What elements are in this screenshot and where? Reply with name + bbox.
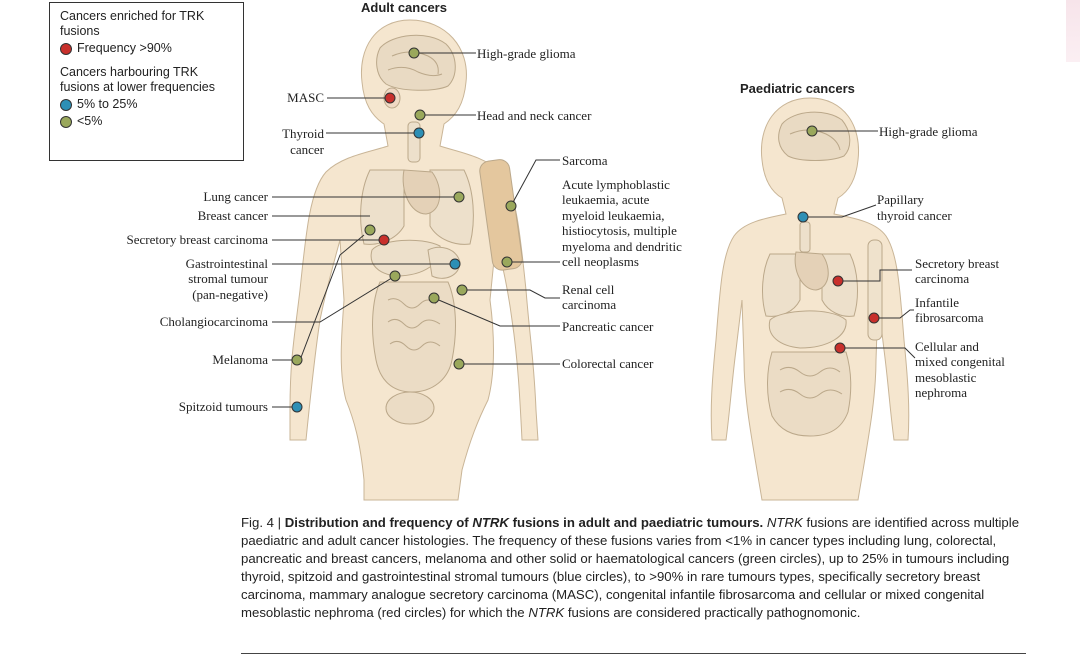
- child-label-secretory-1: Secretory breast: [915, 256, 999, 271]
- cholangio-marker: [389, 270, 401, 282]
- sarcoma-marker: [505, 200, 517, 212]
- caption-title: Distribution and frequency of NTRK fusio…: [285, 515, 763, 530]
- child-label-papillary-1: Papillary: [877, 192, 924, 207]
- lung-marker: [453, 191, 465, 203]
- caption-rule: [241, 653, 1026, 654]
- paediatric-title: Paediatric cancers: [740, 81, 855, 96]
- child-cmn-marker: [834, 342, 846, 354]
- legend-group2-title: Cancers harbouring TRK fusions at lower …: [60, 65, 215, 94]
- caption-body-2: fusions are considered practically patho…: [564, 605, 861, 620]
- label-thyroid-2: cancer: [290, 142, 325, 157]
- label-renal-2: carcinoma: [562, 297, 616, 312]
- child-body-silhouette: [710, 97, 910, 501]
- child-label-cmn-3: mesoblastic: [915, 370, 977, 385]
- legend-row-low: <5%: [60, 114, 233, 129]
- legend-dot-mid: [60, 98, 72, 111]
- label-gist-2: stromal tumour: [188, 271, 268, 286]
- child-leader-lines: [803, 130, 916, 359]
- gist-marker: [449, 258, 461, 270]
- figure-caption: Fig. 4 | Distribution and frequency of N…: [241, 514, 1031, 622]
- caption-body-1: fusions are identified across multiple p…: [241, 515, 1020, 620]
- label-lung: Lung cancer: [203, 189, 268, 204]
- heme-marker: [501, 256, 513, 268]
- child-markers: [797, 125, 880, 354]
- label-melanoma: Melanoma: [212, 352, 268, 367]
- label-pancreatic: Pancreatic cancer: [562, 319, 654, 334]
- breast-marker: [364, 224, 376, 236]
- legend-mid-label: 5% to 25%: [77, 97, 138, 111]
- child-fibrosarcoma-marker: [868, 312, 880, 324]
- child-organs: [762, 111, 883, 437]
- label-secretory-breast: Secretory breast carcinoma: [127, 232, 269, 247]
- label-breast: Breast cancer: [198, 208, 269, 223]
- caption-gene-1: NTRK: [766, 515, 803, 530]
- child-secretory-marker: [832, 275, 844, 287]
- head-neck-marker: [414, 109, 426, 121]
- legend-high-label: Frequency >90%: [77, 41, 172, 55]
- child-label-secretory-2: carcinoma: [915, 271, 969, 286]
- caption-title-gene: NTRK: [472, 515, 509, 530]
- label-cholangio: Cholangiocarcinoma: [160, 314, 269, 329]
- adult-labels: High-grade glioma MASC Head and neck can…: [127, 46, 683, 414]
- caption-fig-label: Fig. 4 |: [241, 515, 285, 530]
- label-heme-3: myeloid leukaemia,: [562, 208, 665, 223]
- label-renal-1: Renal cell: [562, 282, 615, 297]
- label-heme-5: myeloma and dendritic: [562, 239, 682, 254]
- label-sarcoma: Sarcoma: [562, 153, 608, 168]
- thyroid-marker: [413, 127, 425, 139]
- label-head-neck: Head and neck cancer: [477, 108, 592, 123]
- melanoma-marker: [291, 354, 303, 366]
- label-gist-3: (pan-negative): [192, 287, 268, 302]
- legend-dot-high: [60, 42, 72, 55]
- page-edge-accent: [1066, 0, 1080, 62]
- renal-marker: [456, 284, 468, 296]
- spitzoid-marker: [291, 401, 303, 413]
- child-label-cmn-2: mixed congenital: [915, 354, 1005, 369]
- child-glioma-marker: [806, 125, 818, 137]
- caption-title-post: fusions in adult and paediatric tumours.: [508, 515, 764, 530]
- pancreatic-marker: [428, 292, 440, 304]
- child-label-papillary-2: thyroid cancer: [877, 208, 952, 223]
- label-heme-4: histiocytosis, multiple: [562, 223, 677, 238]
- masc-marker: [384, 92, 396, 104]
- child-papillary-marker: [797, 211, 809, 223]
- label-heme-1: Acute lymphoblastic: [562, 177, 670, 192]
- adult-title: Adult cancers: [361, 0, 447, 15]
- adult-leader-lines: [272, 52, 560, 408]
- child-label-glioma: High-grade glioma: [879, 124, 978, 139]
- label-gist-1: Gastrointestinal: [186, 256, 269, 271]
- label-colorectal: Colorectal cancer: [562, 356, 654, 371]
- label-masc: MASC: [287, 90, 324, 105]
- label-high-grade-glioma: High-grade glioma: [477, 46, 576, 61]
- child-labels: High-grade glioma Papillary thyroid canc…: [877, 124, 1005, 400]
- legend-low-label: <5%: [77, 114, 103, 128]
- child-label-cmn-4: nephroma: [915, 385, 967, 400]
- caption-title-pre: Distribution and frequency of: [284, 515, 473, 530]
- label-thyroid-1: Thyroid: [282, 126, 324, 141]
- legend-row-mid: 5% to 25%: [60, 97, 233, 112]
- child-label-infantile-1: Infantile: [915, 295, 959, 310]
- legend-box: Cancers enriched for TRK fusions Frequen…: [49, 2, 244, 161]
- label-heme-6: cell neoplasms: [562, 254, 639, 269]
- secretory-breast-marker: [378, 234, 390, 246]
- child-label-cmn-1: Cellular and: [915, 339, 979, 354]
- child-label-infantile-2: fibrosarcoma: [915, 310, 984, 325]
- colorectal-marker: [453, 358, 465, 370]
- adult-markers: [291, 47, 517, 413]
- caption-gene-2: NTRK: [528, 605, 565, 620]
- glioma-marker: [408, 47, 420, 59]
- legend-dot-low: [60, 115, 72, 128]
- legend-group1-title: Cancers enriched for TRK fusions: [60, 9, 205, 38]
- label-heme-2: leukaemia, acute: [562, 192, 650, 207]
- label-spitzoid: Spitzoid tumours: [179, 399, 268, 414]
- legend-row-high: Frequency >90%: [60, 41, 233, 56]
